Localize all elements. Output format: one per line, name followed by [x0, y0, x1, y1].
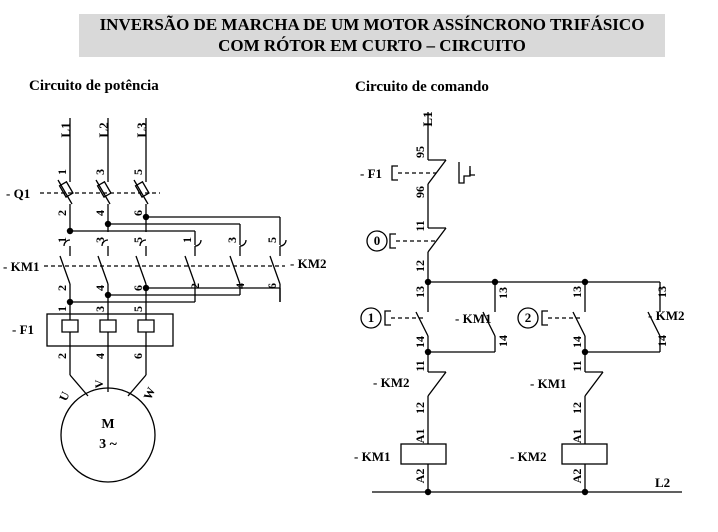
stop-button-0: [366, 220, 447, 260]
phase-l3: L3: [134, 122, 149, 138]
f1-thermal-relay: [46, 313, 174, 347]
coil-km2: [561, 443, 608, 465]
interlock-km2: [427, 352, 447, 444]
f1-term: 3: [93, 306, 107, 312]
contact-term: 13: [570, 286, 584, 298]
command-km2-label: - KM2: [648, 308, 684, 323]
contact-term: 13: [496, 287, 510, 299]
command-circuit-heading: Circuito de comando: [355, 79, 489, 95]
f1-term: 2: [55, 353, 69, 359]
f1-term: 6: [131, 353, 145, 359]
interlock-term: 11: [413, 360, 427, 371]
interlock-term: 11: [570, 360, 584, 371]
km-term: 4: [233, 283, 247, 289]
title-line-1: INVERSÃO DE MARCHA DE UM MOTOR ASSÍNCRON…: [99, 15, 645, 34]
q1-term: 1: [55, 169, 69, 175]
f1-term: 4: [93, 353, 107, 359]
interlock-km1: [584, 352, 604, 444]
km-term: 6: [265, 283, 279, 289]
contact-term: 14: [496, 335, 510, 347]
km-term: 6: [131, 285, 145, 291]
q1-term: 2: [55, 210, 69, 216]
command-circuit: [360, 112, 682, 493]
command-f1-label: - F1: [360, 166, 382, 181]
coil-km2-label: - KM2: [510, 449, 546, 464]
contact-term: 14: [655, 335, 669, 347]
f1-contact-bottom: 96: [413, 186, 427, 198]
coil-km1-label: - KM1: [354, 449, 390, 464]
km2-label: - KM2: [290, 256, 326, 271]
page-title: INVERSÃO DE MARCHA DE UM MOTOR ASSÍNCRON…: [79, 14, 665, 57]
stop-contact-top: 11: [413, 220, 427, 231]
motor-symbol: [60, 387, 156, 483]
phase-l1: L1: [58, 122, 73, 137]
start-button-2-symbol: 2: [525, 310, 532, 325]
f1-term: 5: [131, 306, 145, 312]
q1-term: 5: [131, 169, 145, 175]
km-term: 1: [55, 237, 69, 243]
f1-contact-top: 95: [413, 146, 427, 158]
start-button-1-symbol: 1: [368, 310, 375, 325]
q1-label: - Q1: [6, 186, 30, 201]
q1-term: 4: [93, 210, 107, 216]
contact-term: 13: [413, 286, 427, 298]
q1-term: 3: [93, 169, 107, 175]
km-term: 5: [265, 237, 279, 243]
power-circuit: [40, 118, 287, 483]
km-term: 3: [225, 237, 239, 243]
contact-term: 14: [413, 336, 427, 348]
coil-term: A2: [413, 469, 427, 484]
motor-terminal-w: W: [140, 385, 158, 402]
q1-term: 6: [131, 210, 145, 216]
phase-l2: L2: [96, 122, 111, 137]
km-term: 4: [93, 285, 107, 291]
coil-km1: [400, 443, 447, 465]
stop-button-0-symbol: 0: [374, 233, 381, 248]
coil-term: A2: [570, 469, 584, 484]
contact-term: 14: [570, 336, 584, 348]
km-term: 1: [180, 237, 194, 243]
coil-term: A1: [413, 429, 427, 444]
stop-contact-bottom: 12: [413, 260, 427, 272]
interlock-term: 12: [413, 402, 427, 414]
f1-nc-contact: [391, 150, 475, 196]
interlock-km2-label: - KM2: [373, 375, 409, 390]
km1-contacts: [59, 239, 147, 285]
command-km1-label: - KM1: [455, 311, 491, 326]
motor-terminal-v: V: [92, 379, 106, 388]
km1-label: - KM1: [3, 259, 39, 274]
coil-term: A1: [570, 429, 584, 444]
motor-terminal-u: U: [56, 389, 72, 403]
q1-breaker: [40, 179, 160, 205]
km-term: 2: [55, 285, 69, 291]
f1-term: 1: [55, 306, 69, 312]
start-button-2: [517, 307, 539, 329]
km-term: 5: [131, 237, 145, 243]
motor-label: M: [101, 417, 114, 432]
contact-term: 13: [655, 286, 669, 298]
km-term: 2: [188, 283, 202, 289]
command-l2: L2: [655, 475, 670, 490]
power-circuit-heading: Circuito de potência: [29, 78, 159, 94]
title-line-2: COM RÓTOR EM CURTO – CIRCUITO: [218, 36, 526, 55]
command-l1: L1: [420, 111, 435, 126]
interlock-term: 12: [570, 402, 584, 414]
km-term: 3: [93, 237, 107, 243]
interlock-km1-label: - KM1: [530, 376, 566, 391]
f1-label: - F1: [12, 322, 34, 337]
motor-phase-label: 3 ~: [99, 437, 118, 452]
km2-contacts: [184, 239, 287, 285]
start-button-1: [360, 307, 382, 329]
